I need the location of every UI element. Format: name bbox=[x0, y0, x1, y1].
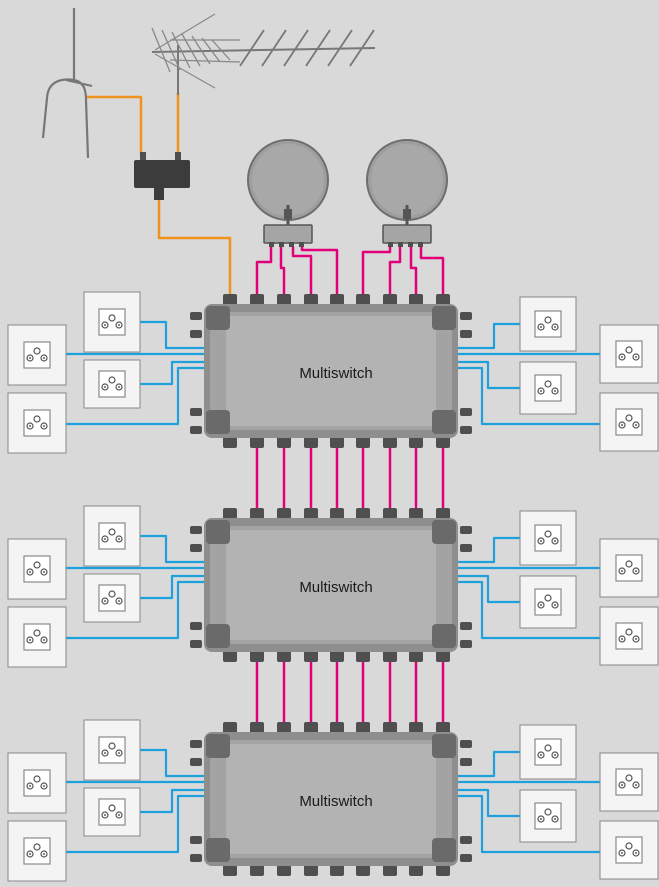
lnb-icon bbox=[263, 224, 313, 247]
wall-outlet-icon bbox=[519, 361, 577, 415]
wall-outlet-icon bbox=[7, 606, 67, 668]
wall-outlet-icon bbox=[7, 820, 67, 882]
outlet-cable-left-c bbox=[140, 574, 206, 600]
satellite-cable-3 bbox=[291, 247, 313, 298]
outlet-cable-right-c bbox=[456, 788, 520, 818]
outlet-cable-left-a bbox=[140, 320, 206, 350]
multiswitch-label-2: Multiswitch bbox=[299, 579, 373, 596]
outlet-cable-left-c bbox=[140, 360, 206, 386]
wall-outlet-icon bbox=[599, 820, 659, 880]
wall-outlet-icon bbox=[519, 789, 577, 843]
outlet-cable-left-a bbox=[140, 534, 206, 564]
combiner-icon bbox=[134, 152, 190, 200]
wall-outlet-icon bbox=[599, 606, 659, 666]
satellite-cable-7 bbox=[409, 247, 418, 298]
wall-outlet-icon bbox=[7, 392, 67, 454]
terrestrial-cable-rod bbox=[86, 95, 143, 154]
satellite-cable-2 bbox=[279, 247, 286, 298]
wall-outlet-icon bbox=[83, 359, 141, 409]
outlet-cable-right-a bbox=[456, 322, 520, 350]
wall-outlet-icon bbox=[599, 324, 659, 384]
multiswitch-2 bbox=[190, 508, 472, 662]
multiswitch-label-1: Multiswitch bbox=[299, 365, 373, 382]
outlet-cable-left-d bbox=[66, 366, 206, 426]
outlet-cable-right-d bbox=[456, 366, 600, 426]
outlet-cable-left-c bbox=[140, 788, 206, 814]
wall-outlet-icon bbox=[7, 324, 67, 386]
wall-outlet-icon bbox=[7, 752, 67, 814]
outlet-cable-right-a bbox=[456, 536, 520, 564]
wall-outlet-icon bbox=[83, 719, 141, 781]
wall-outlet-icon bbox=[519, 296, 577, 352]
wall-outlet-icon bbox=[519, 575, 577, 629]
outlet-cable-right-c bbox=[456, 360, 520, 390]
devices-layer bbox=[7, 8, 659, 882]
outlet-cable-left-a bbox=[140, 748, 206, 778]
wall-outlet-icon bbox=[83, 291, 141, 353]
satellite-cable-8 bbox=[419, 247, 445, 298]
outlet-cable-right-d bbox=[456, 580, 600, 640]
wall-outlet-icon bbox=[519, 510, 577, 566]
satellite-cable-4 bbox=[300, 247, 339, 298]
outlet-cable-left-d bbox=[66, 794, 206, 854]
wall-outlet-icon bbox=[599, 538, 659, 598]
multiswitch-1 bbox=[190, 294, 472, 448]
satellite-dish-icon bbox=[366, 139, 448, 226]
terrestrial-cable-to-multiswitch bbox=[157, 198, 232, 298]
wall-outlet-icon bbox=[83, 573, 141, 623]
wall-outlet-icon bbox=[83, 505, 141, 567]
wall-outlet-icon bbox=[519, 724, 577, 780]
outlet-cable-right-d bbox=[456, 794, 600, 854]
yagi-antenna-icon bbox=[151, 13, 376, 95]
satellite-cable-6 bbox=[388, 247, 402, 298]
outlet-cable-left-d bbox=[66, 580, 206, 640]
cables-layer bbox=[66, 92, 600, 854]
wall-outlet-icon bbox=[7, 538, 67, 600]
multiswitch-3 bbox=[190, 722, 472, 876]
lnb-icon bbox=[382, 224, 432, 247]
wall-outlet-icon bbox=[599, 392, 659, 452]
outlet-cable-right-c bbox=[456, 574, 520, 604]
satellite-dish-icon bbox=[247, 139, 329, 226]
outlet-cable-right-a bbox=[456, 750, 520, 778]
wall-outlet-icon bbox=[83, 787, 141, 837]
multiswitch-label-3: Multiswitch bbox=[299, 793, 373, 810]
satellite-cable-1 bbox=[255, 247, 273, 298]
wall-outlet-icon bbox=[599, 752, 659, 812]
satellite-cable-5 bbox=[361, 247, 392, 298]
rod-antenna-icon bbox=[41, 8, 93, 159]
